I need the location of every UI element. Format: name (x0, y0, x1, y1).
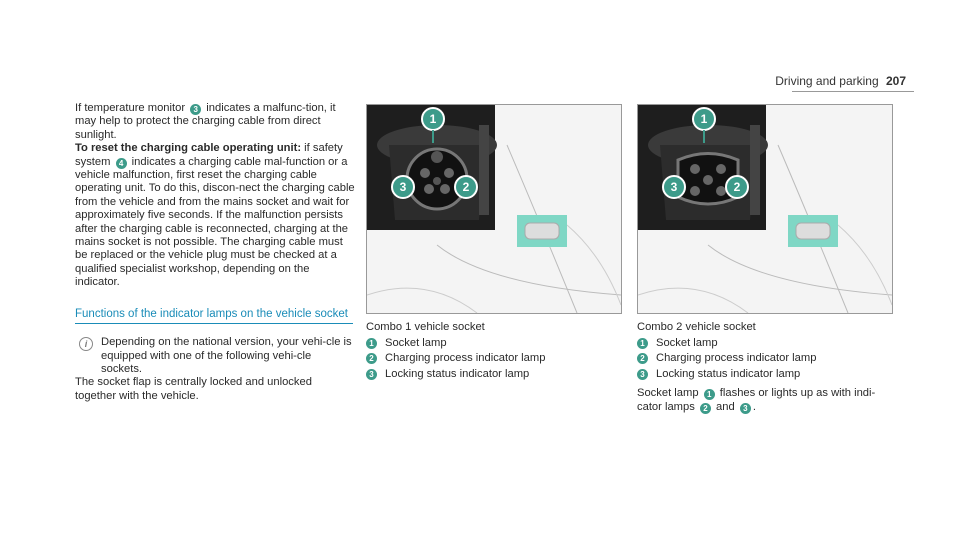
callout-badge: 3 (190, 104, 202, 115)
callout-2: 2 (734, 180, 741, 194)
callout-badge: 2 (699, 403, 711, 414)
header-rule (792, 91, 914, 92)
figure-combo2: 1 3 2 (637, 104, 893, 314)
legend-label: Charging process indicator lamp (656, 352, 817, 364)
text: Socket lamp (637, 387, 699, 399)
legend-item: 1 Socket lamp (637, 336, 891, 352)
callout-badge: 3 (366, 368, 377, 380)
legend-item: 3 Locking status indicator lamp (366, 367, 620, 383)
text: indicates a malfunc-tion, it may help to… (75, 102, 336, 141)
figure-combo1: 1 3 2 (366, 104, 622, 314)
caption-title: Combo 1 vehicle socket (366, 321, 485, 333)
legend-label: Charging process indicator lamp (385, 352, 546, 364)
callout-badge: 3 (637, 368, 648, 380)
caption-title: Combo 2 vehicle socket (637, 321, 756, 333)
legend-item: 3 Locking status indicator lamp (637, 367, 891, 383)
paragraph-reset: To reset the charging cable operating un… (75, 142, 355, 289)
paragraph-socket-flap: The socket flap is centrally locked and … (75, 376, 312, 402)
callout-badge: 4 (115, 157, 127, 169)
callout-badge: 2 (637, 353, 648, 365)
page-number: 207 (885, 74, 906, 88)
text: if safety system (75, 142, 343, 168)
note: i Depending on the national version, you… (75, 336, 355, 376)
caption-combo2: Combo 2 vehicle socket 1 Socket lamp 2 C… (637, 320, 891, 414)
caption-combo1: Combo 1 vehicle socket 1 Socket lamp 2 C… (366, 320, 620, 382)
paragraph-temperature: If temperature monitor 3 indicates a mal… (75, 102, 355, 142)
callout-badge: 1 (637, 337, 648, 349)
text: and (716, 401, 735, 413)
page-header: Driving and parking 207 (775, 74, 906, 88)
legend-item: 2 Charging process indicator lamp (366, 351, 620, 367)
section-name: Driving and parking (775, 74, 879, 88)
combo2-illustration: 1 3 2 (638, 105, 892, 313)
text: flashes or lights up as with indi-cator … (637, 387, 876, 413)
callout-1: 1 (430, 112, 437, 126)
text: indicates a charging cable mal-function … (75, 155, 355, 289)
callout-badge: 3 (739, 403, 751, 414)
legend-label: Socket lamp (385, 336, 447, 349)
legend-label: Socket lamp (656, 336, 718, 349)
combo1-illustration: 1 3 2 (367, 105, 621, 313)
section-title: Functions of the indicator lamps on the … (75, 307, 348, 320)
callout-3: 3 (671, 180, 678, 194)
callout-badge: 2 (366, 353, 377, 365)
legend-item: 1 Socket lamp (366, 336, 620, 352)
lamp-note: Socket lamp 1 flashes or lights up as wi… (637, 386, 891, 414)
legend-label: Locking status indicator lamp (656, 367, 801, 380)
legend-item: 2 Charging process indicator lamp (637, 351, 891, 367)
callout-badge: 1 (703, 389, 715, 400)
section-rule (75, 323, 353, 325)
bold-heading: To reset the charging cable operating un… (75, 142, 302, 155)
note-text: Depending on the national version, your … (101, 336, 352, 375)
text-column: If temperature monitor 3 indicates a mal… (75, 102, 355, 403)
callout-1: 1 (701, 112, 708, 126)
callout-3: 3 (400, 180, 407, 194)
legend-label: Locking status indicator lamp (385, 367, 530, 380)
callout-2: 2 (463, 180, 470, 194)
info-icon: i (79, 337, 93, 352)
text: If temperature monitor (75, 102, 186, 114)
text: . (752, 401, 756, 413)
callout-badge: 1 (366, 337, 377, 349)
